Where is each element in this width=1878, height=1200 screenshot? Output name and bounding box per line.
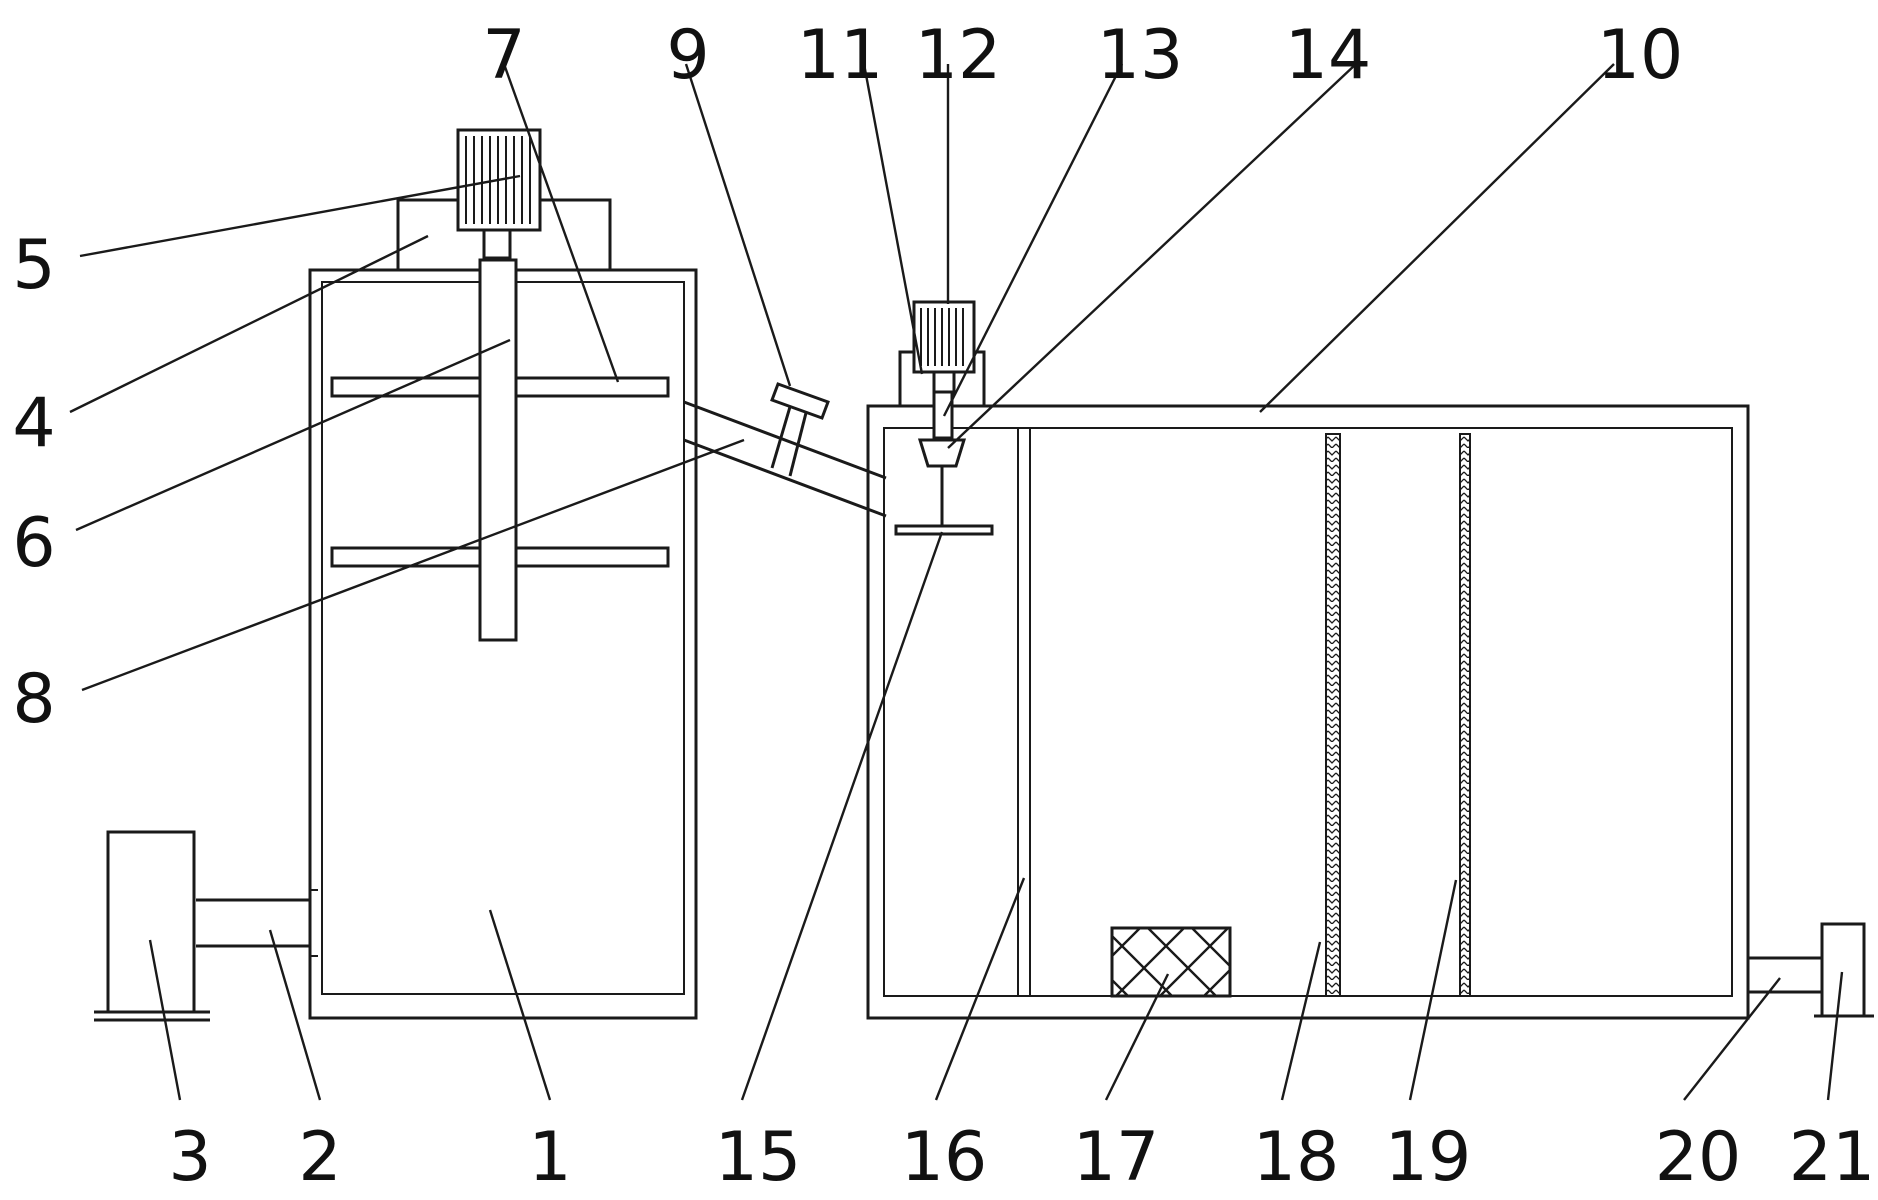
outlet-pipe	[1748, 956, 1822, 994]
label-16: 16	[901, 1118, 988, 1197]
connecting-pipe	[683, 400, 887, 518]
dispersing-shaft	[932, 390, 954, 440]
outlet-valve	[1814, 922, 1874, 1018]
label-8: 8	[12, 660, 55, 739]
label-19: 19	[1385, 1118, 1472, 1197]
sedimentation-tank	[866, 404, 1750, 1020]
label-5: 5	[12, 226, 55, 305]
label-15: 15	[715, 1118, 802, 1197]
label-12: 12	[915, 16, 1002, 95]
label-11: 11	[797, 16, 884, 95]
label-13: 13	[1097, 16, 1184, 95]
label-1: 1	[528, 1118, 571, 1197]
leader-lines	[69, 63, 1844, 1101]
label-20: 20	[1655, 1118, 1742, 1197]
label-21: 21	[1789, 1118, 1876, 1197]
label-7: 7	[482, 16, 525, 95]
inlet-pipe	[196, 889, 318, 957]
filter-block	[1110, 926, 1232, 998]
label-9: 9	[666, 16, 709, 95]
label-10: 10	[1597, 16, 1684, 95]
pump	[94, 830, 210, 1022]
label-18: 18	[1253, 1118, 1340, 1197]
label-3: 3	[168, 1118, 211, 1197]
filter-screen-18	[1325, 433, 1341, 997]
label-14: 14	[1285, 16, 1372, 95]
label-2: 2	[298, 1118, 341, 1197]
filter-screen-19	[1459, 433, 1471, 997]
baffle	[1017, 428, 1031, 996]
label-6: 6	[12, 504, 55, 583]
part-labels: 1 2 3 4 5 6 7 8 9 10 11 12 13 14 15 16 1…	[12, 16, 1875, 1197]
dispersing-plate	[894, 524, 994, 536]
valve	[770, 382, 830, 477]
shaft-coupling	[917, 438, 967, 468]
label-17: 17	[1073, 1118, 1160, 1197]
label-4: 4	[12, 384, 55, 463]
motor-12	[912, 300, 976, 396]
